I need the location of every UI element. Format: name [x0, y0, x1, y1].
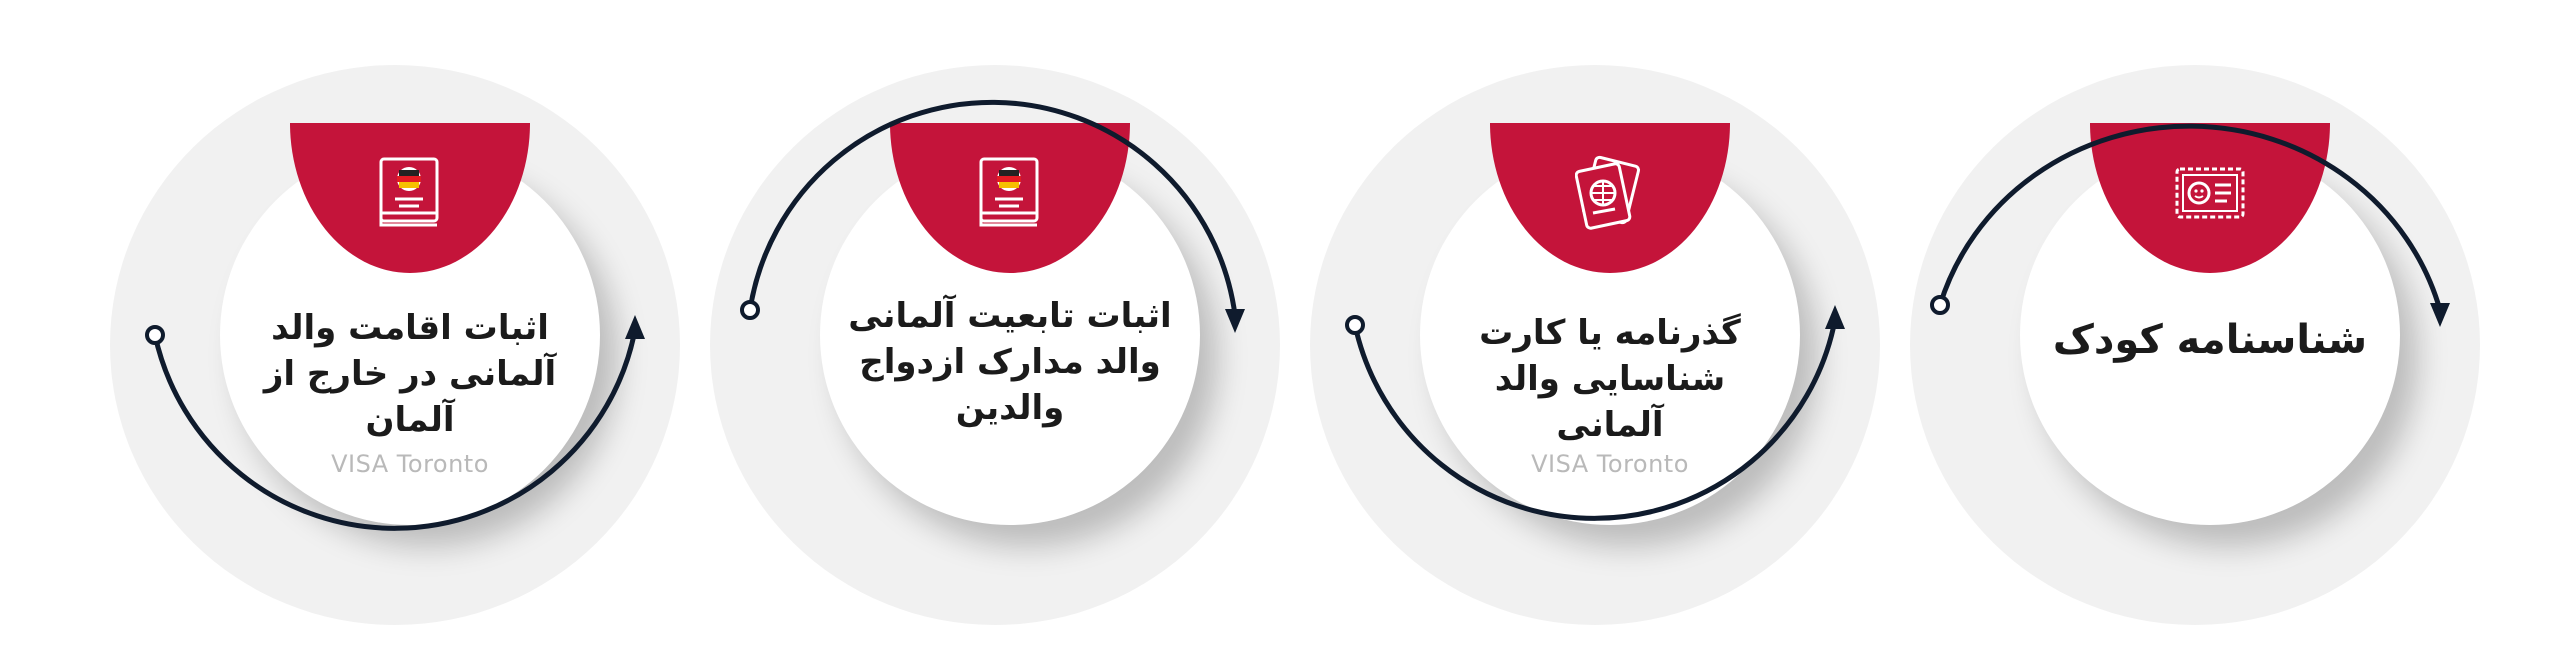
- passport-book-icon: [379, 157, 439, 227]
- passport-book-icon: [979, 157, 1039, 227]
- step-1: اثبات اقامت والد آلمانی در خارج از آلمان…: [110, 65, 680, 625]
- step-2: اثبات تابعیت آلمانی والد مدارک ازدواج وا…: [710, 65, 1280, 625]
- top-arrow: [740, 99, 1245, 333]
- passport-globe-icon: [1575, 155, 1641, 230]
- step-label: اثبات تابعیت آلمانی والد مدارک ازدواج وا…: [848, 296, 1172, 428]
- step-label: گذرنامه یا کارت شناسایی والد آلمانی: [1479, 313, 1741, 445]
- bottom-arrow: [145, 315, 645, 531]
- baby-certificate-icon: [2175, 167, 2245, 219]
- step-label: شناسنامه کودک: [2052, 317, 2368, 363]
- step-4: شناسنامه کودک: [1910, 65, 2480, 625]
- top-arrow: [1930, 123, 2450, 327]
- bottom-arrow: [1345, 305, 1845, 521]
- step-3: گذرنامه یا کارت شناسایی والد آلمانی VISA…: [1310, 65, 1880, 625]
- step-label: اثبات اقامت والد آلمانی در خارج از آلمان: [263, 308, 557, 440]
- brand-watermark: VISA Toronto: [1531, 450, 1689, 478]
- brand-watermark: VISA Toronto: [331, 450, 489, 478]
